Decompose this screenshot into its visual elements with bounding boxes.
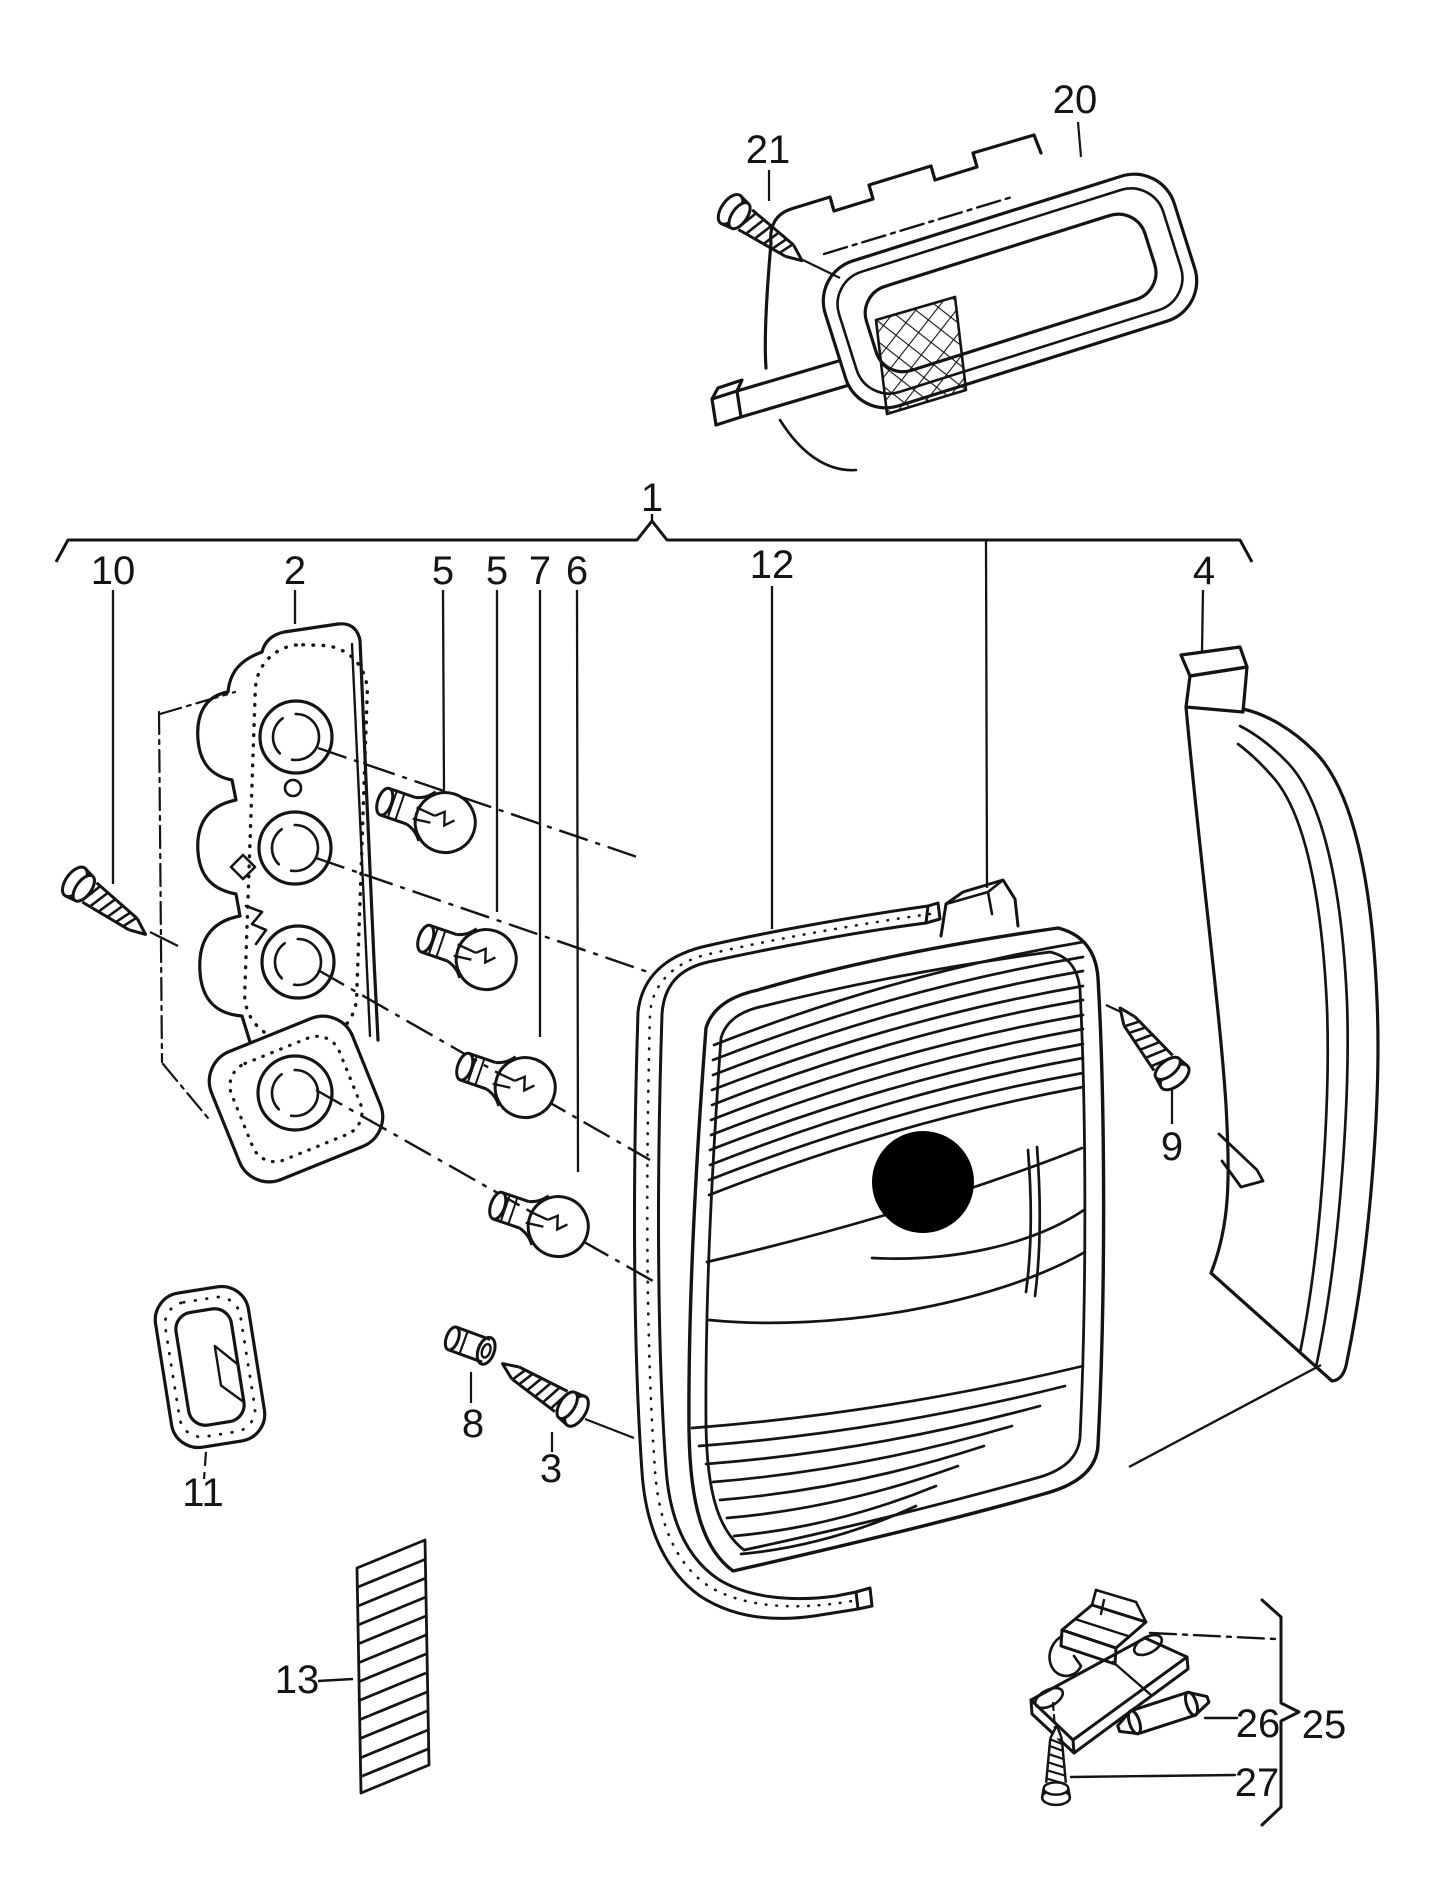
group-bracket-1 [54, 514, 1254, 563]
bulb-6 [479, 1173, 598, 1267]
callout-8: 8 [462, 1402, 484, 1446]
blackout-dot [872, 1131, 974, 1233]
screw-21 [711, 188, 841, 279]
foam-strip-13 [317, 1538, 431, 1795]
callout-1: 1 [641, 476, 663, 520]
bulb-carrier-plate [157, 622, 385, 1184]
callout-10: 10 [91, 549, 136, 593]
bulb-7 [446, 1034, 565, 1128]
callout-27: 27 [1235, 1761, 1280, 1805]
screw-3 [491, 1348, 635, 1452]
callout-5b: 5 [486, 549, 508, 593]
callout-26: 26 [1236, 1702, 1281, 1746]
callout-11: 11 [182, 1471, 224, 1515]
bulb-5b [407, 906, 526, 1000]
callout-7: 7 [529, 549, 551, 593]
callout-12: 12 [750, 543, 795, 587]
leader-lines [111, 540, 1205, 1173]
callout-3: 3 [540, 1447, 562, 1491]
callout-4: 4 [1193, 549, 1215, 593]
callout-13: 13 [275, 1658, 320, 1702]
screw-9 [1104, 996, 1196, 1124]
grommet-11 [153, 1284, 267, 1480]
third-brake-light [710, 133, 1199, 472]
cover-panel-4 [1179, 645, 1380, 1383]
alignment-line [1128, 1363, 1322, 1469]
callout-2: 2 [284, 549, 306, 593]
callout-9: 9 [1161, 1125, 1183, 1169]
seal-strip-12 [633, 901, 942, 1620]
callout-21: 21 [746, 128, 791, 172]
rivet-nut-8 [443, 1325, 497, 1403]
tail-light-lens [687, 878, 1106, 1573]
screw-10 [56, 861, 179, 949]
bulb-axis-lines [315, 746, 661, 1287]
callout-25: 25 [1302, 1703, 1347, 1747]
screw-27 [1040, 1724, 1072, 1807]
callout-5a: 5 [432, 549, 454, 593]
license-plate-light [1029, 1588, 1301, 1827]
callout-20: 20 [1053, 78, 1098, 122]
callout-6: 6 [566, 549, 588, 593]
leader-20 [1076, 121, 1083, 158]
